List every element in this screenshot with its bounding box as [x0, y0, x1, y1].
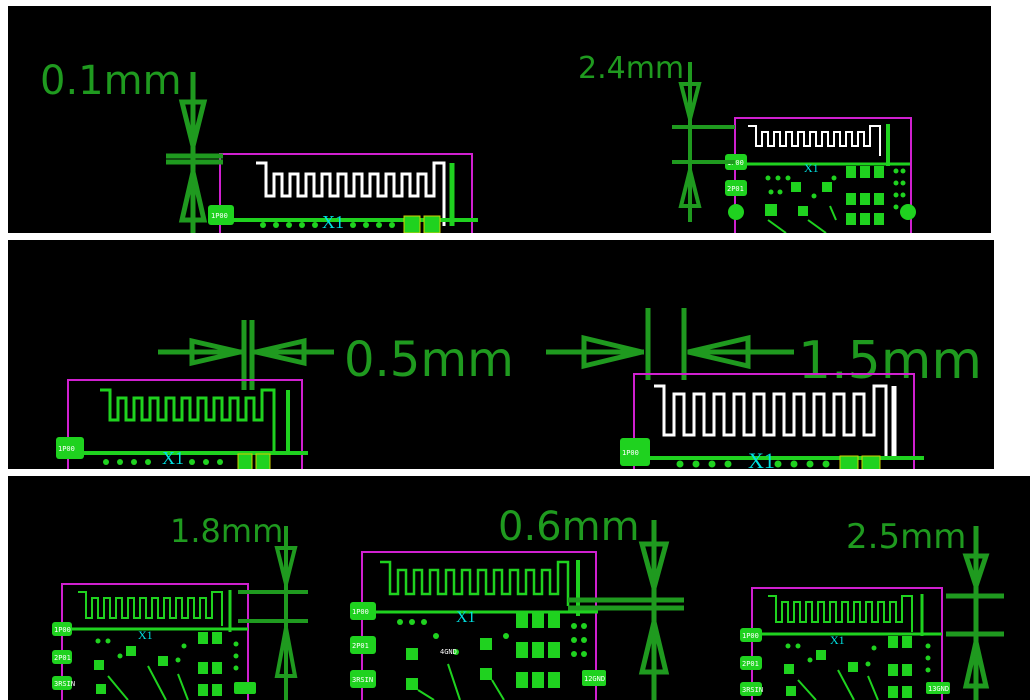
pad	[234, 682, 256, 694]
designator: X1	[322, 212, 344, 232]
board-outline	[61, 583, 249, 700]
pad	[740, 682, 762, 696]
antenna-trace	[654, 384, 888, 458]
panel-bottom: 1P00 2P01 3RSIN X1 1.8mm 1	[8, 476, 1030, 700]
dimension-label: 0.6mm	[498, 504, 640, 550]
pad-label: 13GND	[928, 685, 949, 693]
component-cluster	[765, 166, 906, 225]
module-right-middle: 1P00 X1	[620, 373, 924, 469]
net-label: 4GND	[440, 648, 457, 656]
panel-top: 1P00 X1 0.1mm 1P00 2P01 X1	[8, 6, 991, 233]
pad	[725, 154, 747, 170]
via-row	[260, 222, 395, 228]
pad	[926, 682, 950, 694]
pad	[725, 180, 747, 196]
pad	[350, 602, 376, 620]
pad-label: 2P01	[727, 185, 744, 193]
designator: X1	[804, 161, 819, 175]
designator: X1	[162, 448, 184, 468]
module-left-bottom: 1P00 2P01 3RSIN X1	[52, 583, 256, 700]
pad-label: 1P00	[58, 445, 75, 453]
antenna-trace	[380, 560, 570, 606]
pad	[52, 622, 72, 636]
pcb-view-bottom: 1P00 2P01 3RSIN X1 1.8mm 1	[52, 504, 1004, 700]
pad-label: 3RSIN	[54, 680, 75, 688]
dimension-label: 0.5mm	[344, 332, 514, 388]
dimension-label: 2.4mm	[578, 51, 684, 86]
module-left-top: 1P00 X1	[208, 153, 478, 233]
pad-label: 1P00	[742, 632, 759, 640]
designator: X1	[456, 609, 476, 626]
dimension-2.4mm: 2.4mm	[578, 51, 735, 222]
pad	[52, 676, 72, 690]
board-outline	[67, 379, 303, 469]
dimension-1.8mm: 1.8mm	[170, 512, 308, 700]
panel-middle: 0.5mm 1P00 X1 1.5mm 1P00	[8, 240, 994, 469]
via-row	[676, 460, 830, 468]
module-right-bottom: 1P00 2P01 3RSIN X1 13GND	[740, 587, 950, 700]
designator: X1	[138, 628, 153, 642]
pcb-view-top: 1P00 X1 0.1mm 1P00 2P01 X1	[40, 51, 916, 233]
pad-label: 1P00	[352, 608, 369, 616]
pad-label: 1P00	[727, 159, 744, 167]
smd-pad	[403, 215, 421, 233]
dimension-2.5mm: 2.5mm	[846, 517, 1004, 700]
dimension-1.5mm: 1.5mm	[546, 308, 982, 391]
pad	[728, 204, 744, 220]
pad	[740, 628, 762, 642]
smd-pad	[839, 455, 859, 469]
dimension-0.6mm: 0.6mm	[498, 504, 684, 700]
pad-label: 2P01	[352, 642, 369, 650]
antenna-trace	[100, 388, 276, 455]
antenna-trace	[78, 591, 223, 626]
pad	[900, 204, 916, 220]
pad-label: 12GND	[584, 675, 605, 683]
designator: X1	[748, 448, 775, 469]
antenna-trace	[256, 161, 446, 226]
board-outline	[633, 373, 915, 469]
dimension-label: 2.5mm	[846, 517, 966, 557]
smd-pad	[237, 453, 253, 469]
antenna-trace	[768, 595, 913, 632]
smd-pad	[423, 215, 441, 233]
pad	[208, 205, 234, 225]
pad-label: 2P01	[742, 660, 759, 668]
pad	[350, 670, 376, 688]
dimension-label: 1.5mm	[798, 331, 982, 391]
dimension-0.5mm: 0.5mm	[158, 320, 514, 390]
antenna-trace	[748, 125, 881, 156]
board-outline	[751, 587, 943, 700]
smd-pad	[255, 453, 271, 469]
component-cluster	[784, 636, 931, 698]
component-cluster	[94, 632, 239, 696]
via-row	[103, 459, 223, 465]
pad	[52, 650, 72, 664]
smd-pad	[861, 455, 881, 469]
pad	[620, 438, 650, 466]
board-outline	[361, 551, 597, 700]
pad	[56, 437, 84, 459]
pad-label: 3RSIN	[352, 676, 373, 684]
pad-label: 1P00	[211, 212, 228, 220]
dimension-label: 0.1mm	[40, 58, 182, 104]
designator: X1	[830, 633, 845, 647]
pad-label: 3RSIN	[742, 686, 763, 694]
module-right-top: 1P00 2P01 X1	[725, 117, 916, 233]
module-middle-bottom: 1P00 2P01 3RSIN X1 12GND 4GND	[350, 551, 606, 700]
pad	[582, 670, 606, 686]
dimension-label: 1.8mm	[170, 512, 283, 550]
pad	[740, 656, 762, 670]
pcb-view-middle: 0.5mm 1P00 X1 1.5mm 1P00	[56, 308, 982, 469]
pad-label: 1P00	[54, 626, 71, 634]
component-cluster	[397, 612, 587, 690]
pad	[350, 636, 376, 654]
pad-label: 2P01	[54, 654, 71, 662]
module-left-middle: 1P00 X1	[56, 379, 308, 469]
dimension-0.1mm: 0.1mm	[40, 58, 223, 233]
pad-label: 1P00	[622, 449, 639, 457]
board-outline	[219, 153, 473, 233]
